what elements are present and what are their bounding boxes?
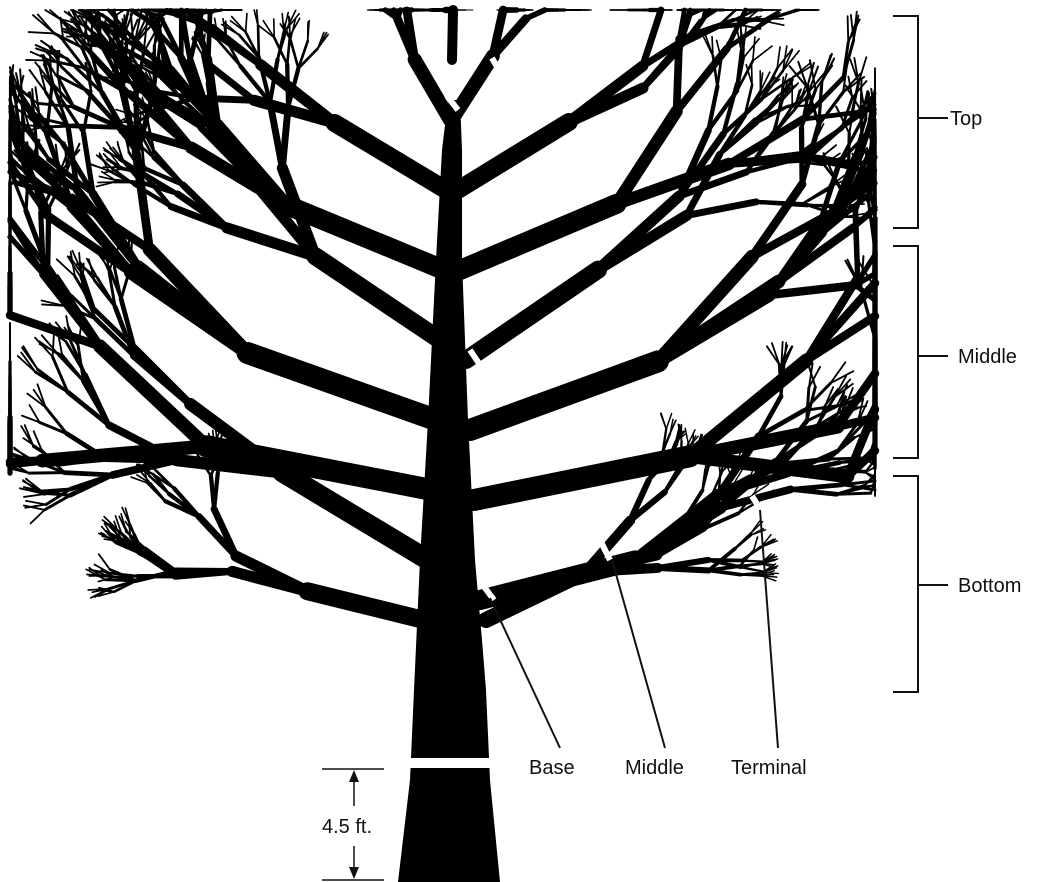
crown-brackets <box>893 16 948 692</box>
leader-lines <box>490 510 778 748</box>
bracket-top <box>893 16 948 228</box>
label-base: Base <box>529 757 575 779</box>
breast-height-cut <box>404 758 496 768</box>
bracket-bottom <box>893 476 948 692</box>
label-middle-position: Middle <box>625 757 684 779</box>
cut-middle-right-1 <box>582 312 590 330</box>
leader-middle <box>612 560 665 748</box>
label-terminal: Terminal <box>731 757 807 779</box>
label-middle-section: Middle <box>958 346 1017 368</box>
height-label: 4.5 ft. <box>322 816 372 838</box>
bracket-middle <box>893 246 948 458</box>
leader-terminal <box>760 510 778 748</box>
label-top: Top <box>950 108 982 130</box>
cut-middle-right-2 <box>690 268 700 282</box>
label-bottom: Bottom <box>958 575 1021 597</box>
cut-top-right <box>492 58 500 72</box>
leader-base <box>490 598 560 748</box>
